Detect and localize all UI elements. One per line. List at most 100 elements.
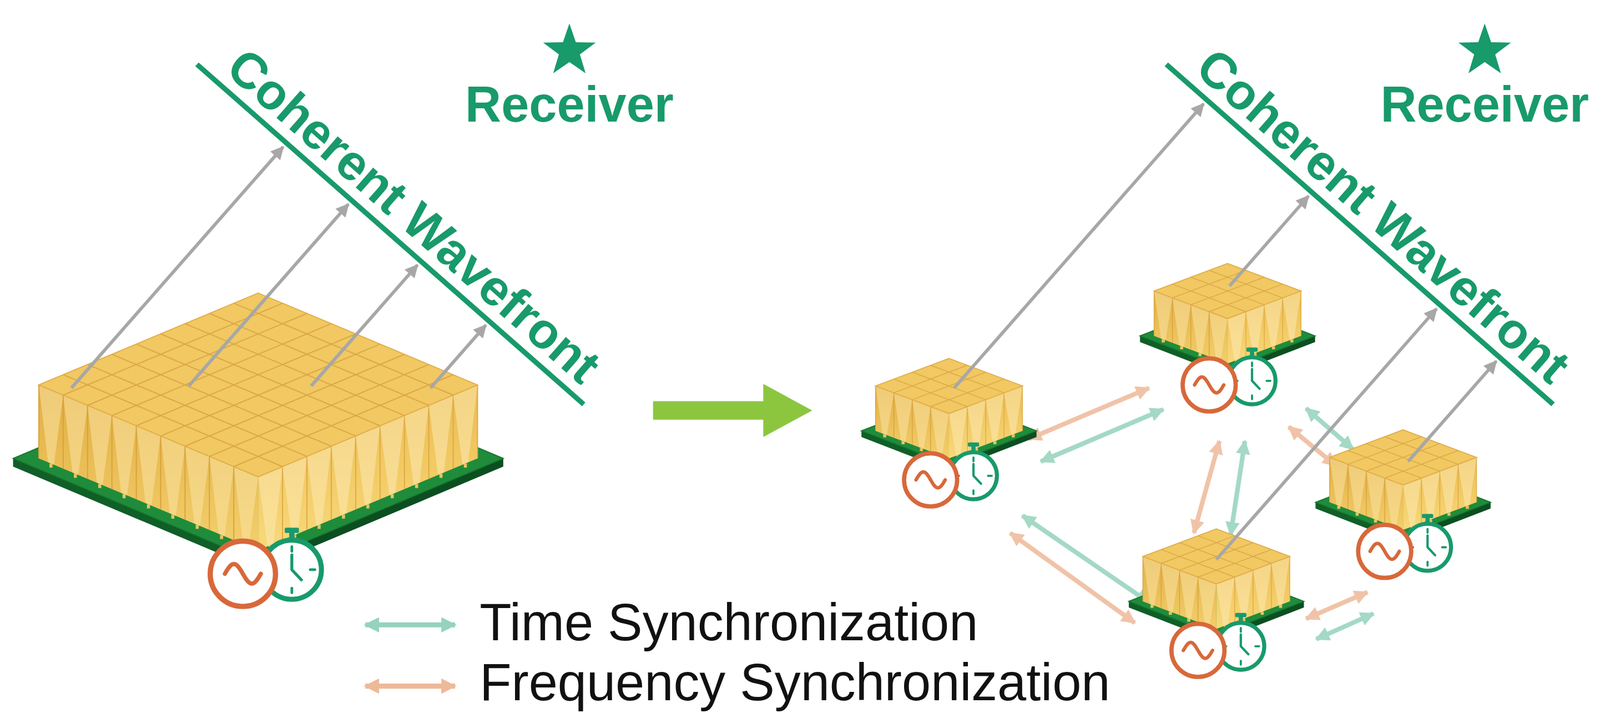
clock-tick — [1266, 379, 1271, 382]
pcb-pin — [415, 483, 419, 488]
horn-grid — [87, 313, 307, 405]
horn-divider — [1270, 562, 1272, 608]
oscillator-ring — [210, 540, 276, 607]
horn-divider — [911, 399, 913, 445]
horn-divider — [966, 406, 968, 452]
horn-flare — [453, 384, 478, 465]
horn-divider — [1457, 463, 1459, 509]
horn-flare — [63, 395, 88, 476]
horn-flare — [404, 405, 429, 486]
horn-flare — [1003, 385, 1023, 436]
legend-arrow — [365, 683, 456, 689]
oscillator-icon — [904, 452, 958, 507]
clock-tick — [972, 490, 975, 494]
propagation-arrow — [954, 103, 1204, 388]
horn-flare — [1271, 556, 1290, 606]
propagation-arrow — [311, 264, 418, 386]
pcb-pin — [147, 503, 151, 508]
horn-flare — [1172, 298, 1191, 347]
horn-divider — [452, 395, 454, 469]
clock-hands — [1252, 369, 1260, 389]
receiver-label: Receiver — [465, 79, 674, 130]
array-top-face — [1329, 429, 1477, 485]
pcb-pin — [366, 503, 370, 508]
pcb-pin — [1465, 505, 1470, 509]
horn-divider — [208, 456, 210, 530]
horn-grid — [1190, 276, 1265, 305]
horn-grid — [184, 354, 405, 446]
clock-tick — [310, 568, 316, 572]
array-top-face — [1142, 528, 1290, 584]
pcb-pin — [1447, 512, 1451, 516]
horn-grid — [136, 333, 356, 426]
horn-divider — [1439, 471, 1441, 517]
clock-tick — [1255, 644, 1260, 648]
pcb-pin — [1179, 346, 1184, 350]
horn-divider — [160, 435, 162, 509]
clock-tick — [987, 474, 992, 477]
horn-flare — [258, 466, 283, 547]
horn-grid — [112, 354, 332, 446]
receiver-label: Receiver — [1380, 79, 1589, 130]
horn-divider — [1190, 304, 1191, 350]
horn-grid — [1384, 436, 1458, 464]
horn-flare — [380, 415, 405, 496]
sine-wave — [1370, 543, 1400, 560]
clock-hands — [973, 463, 982, 484]
pcb-pin — [1279, 604, 1283, 608]
clock-tick — [1426, 528, 1429, 533]
horn-grid — [233, 374, 453, 467]
horn-flare — [184, 445, 210, 526]
propagation-arrows — [71, 103, 1497, 560]
pcb-pin — [1337, 505, 1341, 509]
clock-tick — [1250, 362, 1254, 367]
horn-divider — [1300, 290, 1302, 336]
horn-grid — [1190, 276, 1265, 305]
horn-flare — [1198, 576, 1217, 626]
horn-grid — [1366, 443, 1440, 472]
horn-flare — [1348, 463, 1367, 513]
horn-divider — [281, 466, 284, 540]
horn-flare — [1227, 311, 1246, 361]
sync-arrow — [1193, 440, 1220, 533]
pcb-pin — [73, 473, 78, 478]
horn-divider — [1022, 385, 1023, 431]
pcb-pin — [171, 514, 175, 519]
oscillator-icon — [1171, 623, 1225, 677]
sync-arrow — [1316, 613, 1374, 639]
horn-grid — [136, 344, 356, 436]
sync-arrows — [1010, 387, 1374, 639]
oscillator-icon — [1182, 357, 1236, 412]
clock-tick — [1426, 561, 1429, 566]
horn-grid — [1366, 443, 1440, 472]
horn-divider — [1421, 477, 1422, 523]
sine-wave — [1194, 376, 1225, 393]
clock-tick — [1441, 546, 1446, 549]
sync-arrow — [1028, 387, 1149, 439]
antenna-array-small — [1315, 429, 1491, 543]
horn-flare — [1282, 290, 1301, 341]
horn-grid — [930, 365, 1004, 393]
horn-divider — [1172, 297, 1173, 343]
horn-divider — [135, 425, 138, 499]
horn-divider — [477, 384, 479, 458]
clock-tick — [290, 587, 294, 593]
horn-flare — [355, 425, 381, 506]
horn-divider — [1197, 576, 1199, 622]
pcb-pin — [390, 493, 395, 498]
horn-divider — [428, 405, 430, 479]
horn-divider — [1384, 477, 1385, 523]
sine-wave — [916, 471, 946, 488]
oscillator-ring — [1182, 357, 1236, 412]
propagation-arrow — [430, 324, 486, 388]
horn-divider — [1282, 297, 1284, 343]
pcb-pin — [1161, 339, 1165, 343]
sync-arrow — [1230, 440, 1245, 535]
sine-wave — [224, 563, 261, 584]
clock-tick — [1239, 660, 1243, 665]
pcb-pin — [1260, 611, 1265, 615]
horn-flare — [930, 406, 950, 456]
horn-flare — [875, 385, 895, 436]
horn-flare — [894, 392, 913, 442]
pcb-pin — [439, 473, 443, 478]
